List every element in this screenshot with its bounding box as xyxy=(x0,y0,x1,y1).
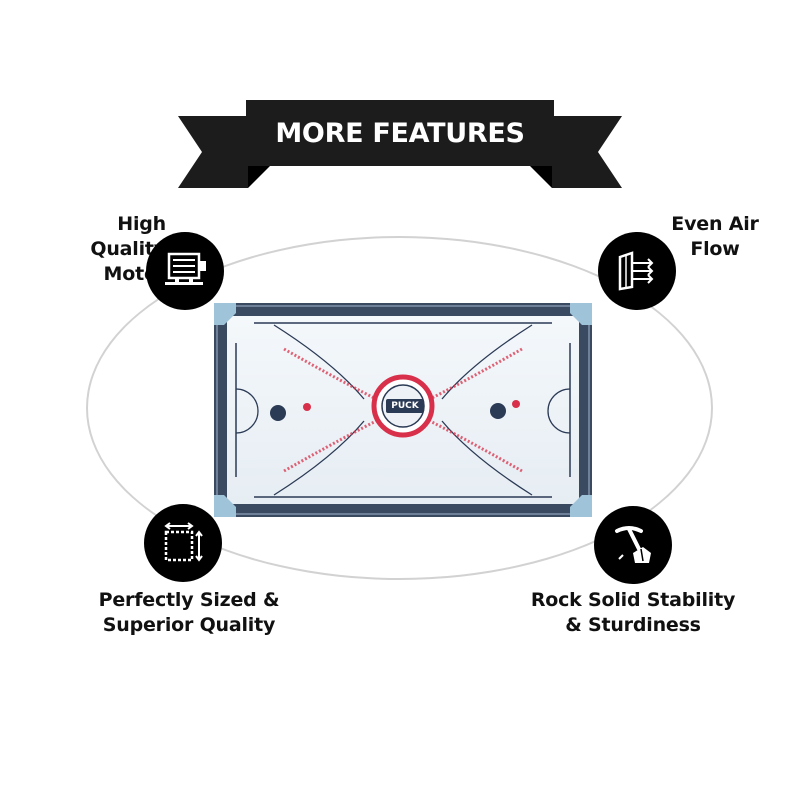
banner-ribbon xyxy=(178,100,622,188)
background-ellipse xyxy=(86,236,713,580)
air-flow-icon xyxy=(598,232,676,310)
puck-logo: PUCK xyxy=(386,399,424,413)
pickaxe-rock-icon xyxy=(594,506,672,584)
motor-icon xyxy=(146,232,224,310)
dimensions-icon xyxy=(144,504,222,582)
feature-label-stability: Rock Solid Stability & Sturdiness xyxy=(530,589,736,636)
banner-title: MORE FEATURES xyxy=(275,117,525,149)
feature-label-size: Perfectly Sized & Superior Quality xyxy=(98,589,280,636)
feature-label-air-flow: Even Air Flow xyxy=(671,213,759,260)
